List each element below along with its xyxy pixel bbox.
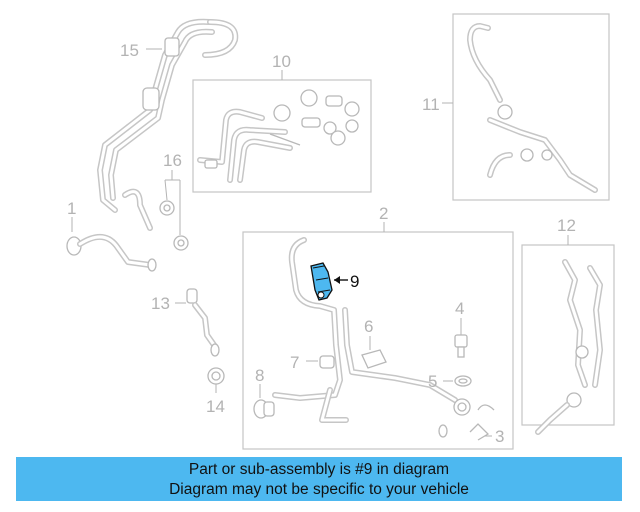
group-box-11 [452, 13, 610, 201]
part-16-clamps [159, 170, 189, 251]
parts-diagram: 15 10 16 11 1 2 12 9 13 4 6 7 8 5 14 3 [66, 13, 615, 450]
callout-6[interactable]: 6 [364, 317, 373, 336]
group-box-2 [242, 231, 514, 450]
callout-5[interactable]: 5 [428, 372, 437, 391]
callout-12[interactable]: 12 [557, 216, 576, 235]
banner-line-disclaimer: Diagram may not be specific to your vehi… [169, 481, 469, 498]
part-1-hose [66, 234, 157, 272]
callout-9[interactable]: 9 [350, 272, 359, 291]
part-15-tube-assembly [97, 18, 239, 231]
callout-1[interactable]: 1 [67, 199, 76, 218]
part-12-pipes [535, 259, 603, 435]
part-11-pipes [467, 23, 598, 193]
part-13-hose [186, 288, 220, 357]
part-8-connector [253, 384, 275, 419]
callout-3[interactable]: 3 [495, 427, 504, 446]
part-2-pipes [272, 237, 471, 438]
callout-4[interactable]: 4 [455, 299, 464, 318]
banner-line-part: Part or sub-assembly is #9 in diagram [188, 461, 450, 478]
callout-16[interactable]: 16 [163, 151, 182, 170]
part-6-bracket [361, 336, 387, 369]
callout-10[interactable]: 10 [272, 52, 291, 71]
part-14-cap [207, 367, 225, 393]
part-10-pipes [197, 89, 360, 183]
callout-15[interactable]: 15 [120, 41, 139, 60]
part-9-highlighted-bracket [310, 262, 348, 301]
part-5-o-ring [443, 375, 472, 387]
part-3-clip [469, 404, 495, 441]
info-banner: Part or sub-assembly is #9 in diagram Di… [16, 457, 622, 501]
callout-7[interactable]: 7 [290, 353, 299, 372]
part-7-clip [306, 355, 335, 369]
callout-13[interactable]: 13 [151, 294, 170, 313]
callout-2[interactable]: 2 [379, 204, 388, 223]
callout-11[interactable]: 11 [422, 95, 440, 114]
callout-14[interactable]: 14 [206, 397, 225, 416]
callout-8[interactable]: 8 [255, 366, 264, 385]
part-4-sensor [454, 318, 468, 358]
